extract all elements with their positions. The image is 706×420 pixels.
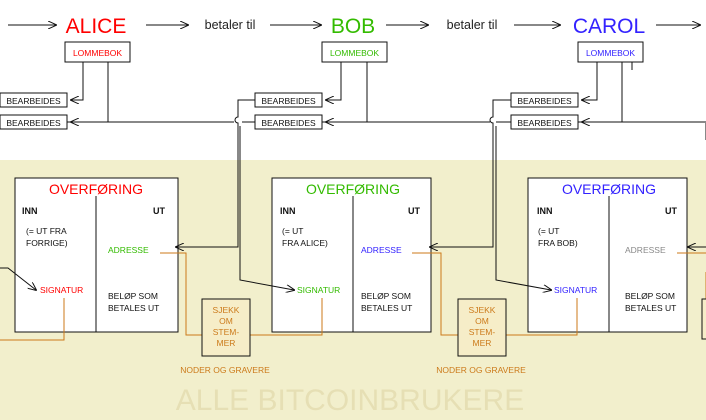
transaction-bob-input-line1: (= UT [282, 226, 304, 236]
wallet-carol: LOMMEBOK [577, 41, 644, 63]
transaction-alice-input-line2: FORRIGE) [26, 238, 68, 248]
transaction-alice-in: INN [22, 206, 38, 216]
transaction-carol-in: INN [537, 206, 553, 216]
transaction-carol-title: OVERFØRING [562, 181, 656, 197]
transaction-carol-input-line1: (= UT [538, 226, 560, 236]
check-box-1: SJEKK OM STEM- MER [201, 298, 251, 357]
transaction-carol-signature: SIGNATUR [554, 285, 597, 295]
transaction-alice: OVERFØRING INN UT (= UT FRA FORRIGE) ADR… [14, 177, 179, 333]
wallet-carol-label: LOMMEBOK [586, 48, 635, 58]
wallet-bob: LOMMEBOK [321, 41, 388, 63]
verification-lines [0, 252, 706, 341]
wallet-alice: LOMMEBOK [64, 41, 131, 63]
transaction-bob-signature: SIGNATUR [297, 285, 340, 295]
transaction-bob: OVERFØRING INN UT (= UT FRA ALICE) ADRES… [271, 177, 432, 333]
processed-label-carol-2: BEARBEIDES [517, 118, 572, 128]
carol-name: CAROL [573, 15, 645, 38]
pays-to-label-1: betaler til [205, 18, 256, 32]
check-box-2-line4: MER [473, 338, 492, 348]
alice-name: ALICE [66, 15, 127, 38]
check-box-2-line1: SJEKK [469, 305, 496, 315]
processing-alice: BEARBEIDES BEARBEIDES [0, 92, 68, 130]
transaction-carol: OVERFØRING INN UT (= UT FRA BOB) ADRESSE… [527, 177, 688, 333]
check-box-1-line3: STEM- [213, 327, 240, 337]
transaction-alice-input-line1: (= UT FRA [26, 226, 67, 236]
check-box-1-line2: OM [219, 316, 233, 326]
nodes-label-1: NODER OG GRAVERE [180, 365, 270, 375]
processing-carol: BEARBEIDES BEARBEIDES [510, 92, 579, 130]
nodes-label-2: NODER OG GRAVERE [436, 365, 526, 375]
bob-name: BOB [331, 15, 375, 38]
flow-lines [0, 99, 706, 290]
transaction-bob-amount-2: BETALES UT [361, 303, 412, 313]
transaction-alice-title: OVERFØRING [49, 181, 143, 197]
payment-chain: ALICE betaler til BOB betaler til CAROL [8, 15, 700, 38]
transaction-carol-address: ADRESSE [625, 245, 666, 255]
transaction-carol-out: UT [665, 206, 677, 216]
transaction-bob-amount-1: BELØP SOM [361, 291, 411, 301]
transaction-bob-in: INN [280, 206, 296, 216]
transaction-bob-out: UT [408, 206, 420, 216]
wallet-connectors [71, 62, 633, 122]
transaction-alice-amount-2: BETALES UT [108, 303, 159, 313]
wallet-bob-label: LOMMEBOK [330, 48, 379, 58]
processed-label-alice-1: BEARBEIDES [6, 96, 61, 106]
processed-label-carol-1: BEARBEIDES [517, 96, 572, 106]
processed-label-bob-1: BEARBEIDES [261, 96, 316, 106]
check-box-2-line3: STEM- [469, 327, 496, 337]
transaction-alice-amount-1: BELØP SOM [108, 291, 158, 301]
transaction-bob-input-line2: FRA ALICE) [282, 238, 328, 248]
transaction-carol-amount-2: BETALES UT [625, 303, 676, 313]
check-box-3-partial [701, 298, 706, 340]
transaction-bob-address: ADRESSE [361, 245, 402, 255]
processing-bob: BEARBEIDES BEARBEIDES [254, 92, 323, 130]
transaction-carol-amount-1: BELØP SOM [625, 291, 675, 301]
check-box-1-line1: SJEKK [213, 305, 240, 315]
transaction-alice-address: ADRESSE [108, 245, 149, 255]
wallet-alice-label: LOMMEBOK [73, 48, 122, 58]
check-box-2: SJEKK OM STEM- MER [457, 298, 507, 357]
check-box-2-line2: OM [475, 316, 489, 326]
pays-to-label-2: betaler til [447, 18, 498, 32]
check-box-1-line4: MER [217, 338, 236, 348]
transaction-carol-input-line2: FRA BOB) [538, 238, 578, 248]
processed-label-alice-2: BEARBEIDES [6, 118, 61, 128]
processed-label-bob-2: BEARBEIDES [261, 118, 316, 128]
transaction-alice-out: UT [153, 206, 165, 216]
transaction-bob-title: OVERFØRING [306, 181, 400, 197]
transaction-alice-signature: SIGNATUR [40, 285, 83, 295]
all-users-label: ALLE BITCOINBRUKERE [176, 384, 524, 417]
